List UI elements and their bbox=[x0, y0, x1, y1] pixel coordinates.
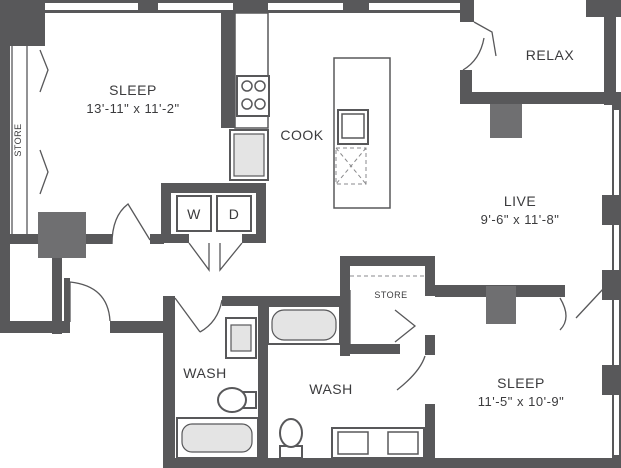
sleep1-dims: 13'-11" x 11'-2" bbox=[86, 101, 179, 116]
wash-2 bbox=[267, 305, 425, 459]
dryer-label: D bbox=[229, 206, 240, 222]
cook-name: COOK bbox=[280, 127, 323, 143]
live-name: LIVE bbox=[504, 193, 536, 209]
store-closet-2 bbox=[349, 275, 425, 344]
wash-1 bbox=[176, 317, 259, 459]
relax-name: RELAX bbox=[526, 47, 575, 63]
store1-name: STORE bbox=[13, 123, 23, 156]
wash2-name: WASH bbox=[309, 381, 352, 397]
windows bbox=[45, 3, 619, 455]
labels: SLEEP 13'-11" x 11'-2" COOK RELAX LIVE 9… bbox=[13, 47, 574, 409]
store2-name: STORE bbox=[374, 290, 407, 300]
washer-dryer: W D bbox=[176, 195, 252, 272]
live-dims: 9'-6" x 11'-8" bbox=[481, 212, 560, 227]
sleep2-dims: 11'-5" x 10'-9" bbox=[478, 394, 565, 409]
wash1-name: WASH bbox=[183, 365, 226, 381]
doors bbox=[69, 203, 605, 391]
sleep2-name: SLEEP bbox=[497, 375, 545, 391]
washer-label: W bbox=[187, 206, 201, 222]
store-closet-left bbox=[11, 46, 49, 234]
washer bbox=[176, 195, 212, 232]
pillars bbox=[38, 0, 621, 395]
kitchen bbox=[229, 12, 391, 209]
dryer bbox=[216, 195, 252, 232]
relax-room bbox=[462, 21, 497, 71]
sleep1-name: SLEEP bbox=[109, 82, 157, 98]
